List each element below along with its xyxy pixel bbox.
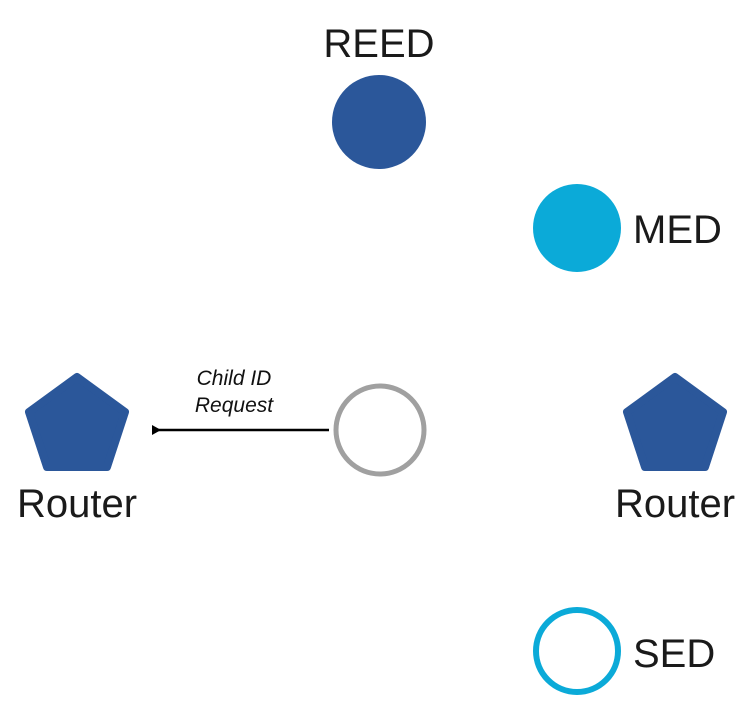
router-left-label: Router bbox=[17, 482, 137, 526]
med-label: MED bbox=[633, 208, 722, 252]
edge-label-line2: Request bbox=[195, 394, 274, 417]
node-sed[interactable]: SED bbox=[533, 607, 715, 695]
reed-label: REED bbox=[323, 22, 434, 66]
joiner-circle-icon[interactable] bbox=[333, 383, 427, 477]
node-joiner[interactable] bbox=[333, 383, 427, 477]
node-router-right[interactable]: Router bbox=[615, 373, 735, 526]
sed-label: SED bbox=[633, 632, 715, 676]
reed-circle-icon[interactable] bbox=[332, 75, 426, 169]
node-med[interactable]: MED bbox=[533, 184, 722, 272]
med-circle-icon[interactable] bbox=[533, 184, 621, 272]
sed-circle-icon[interactable] bbox=[533, 607, 621, 695]
node-reed[interactable]: REED bbox=[323, 22, 435, 169]
edge-label-line1: Child ID bbox=[197, 367, 272, 390]
router-right-pentagon-icon[interactable] bbox=[623, 373, 727, 471]
edge-child-id-request: Child ID Request bbox=[152, 367, 329, 435]
node-router-left[interactable]: Router bbox=[17, 373, 137, 526]
router-left-pentagon-icon[interactable] bbox=[25, 373, 129, 471]
router-right-label: Router bbox=[615, 482, 735, 526]
